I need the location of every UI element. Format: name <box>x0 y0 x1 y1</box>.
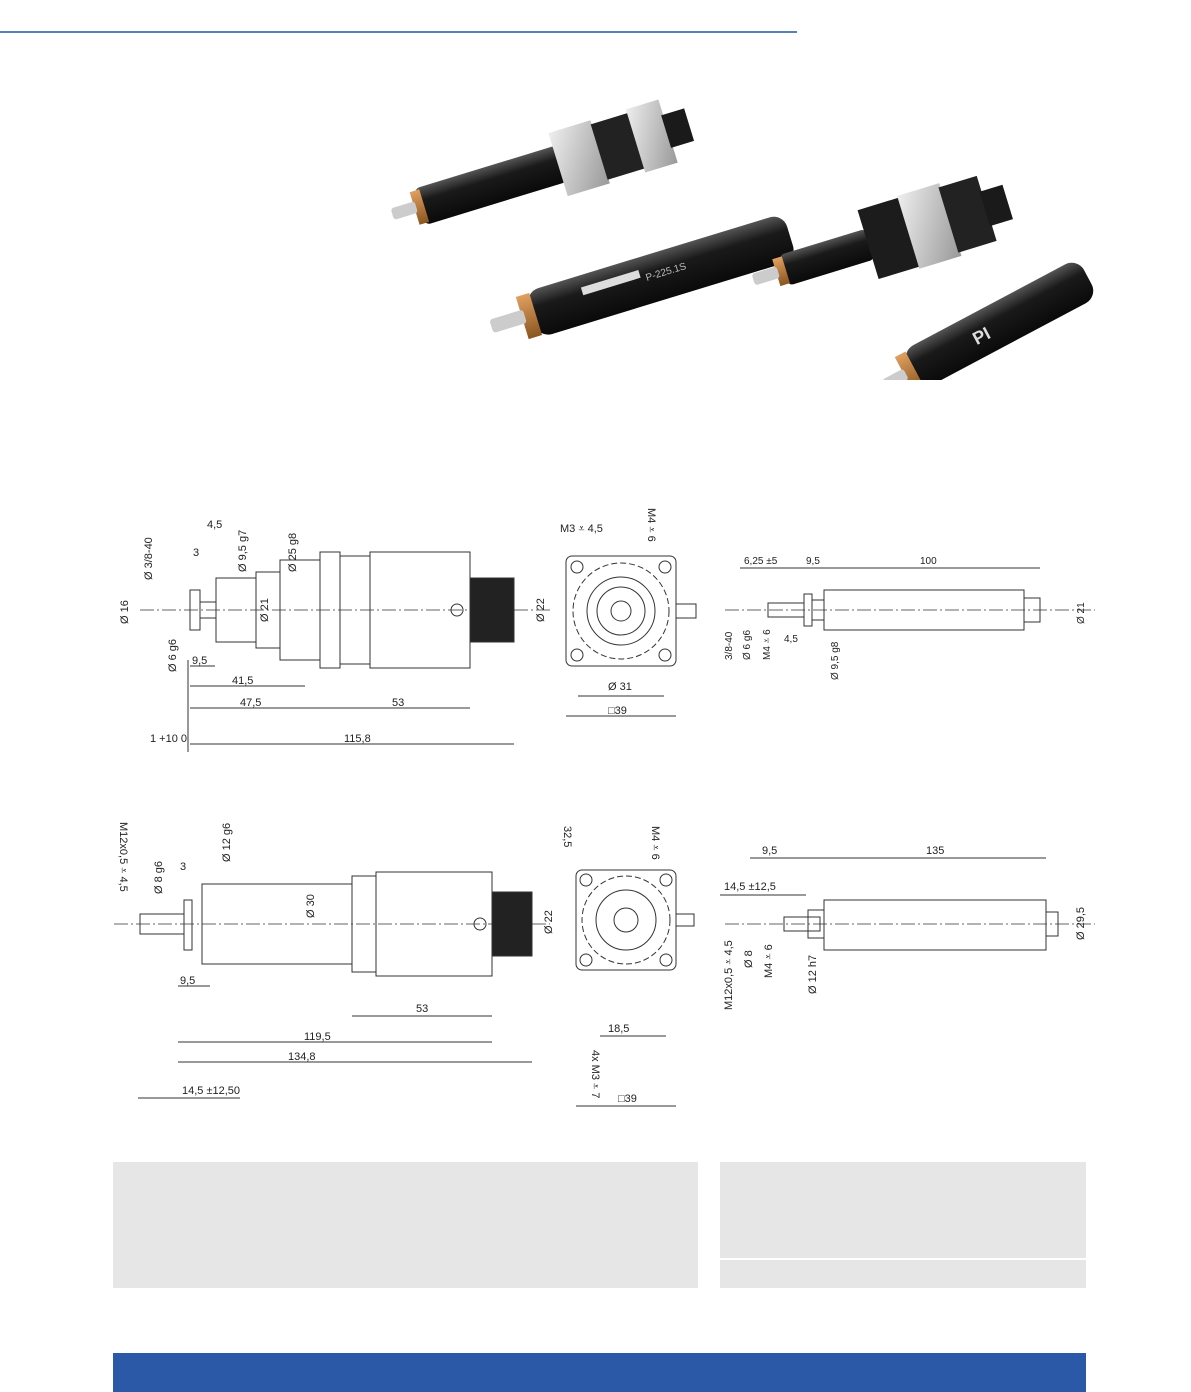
label-14-5: 14,5 ±12,50 <box>182 1085 240 1097</box>
label-m4-b: M4 ⩡ 6 <box>649 826 661 860</box>
label-3: 3 <box>193 547 199 559</box>
label-m4: M4 ⩡ 6 <box>645 508 657 542</box>
label-d21: Ø 21 <box>259 598 271 622</box>
labels-bottom-right: 9,5 135 14,5 ±12,5 M12x0,5 ⩡ 4,5 Ø 8 M4 … <box>723 845 1087 1010</box>
label-18-5: 18,5 <box>608 1023 629 1035</box>
actuator-manual-long: P-225.1S <box>490 216 794 340</box>
labels-top-right: 6,25 ±5 9,5 100 3/8-40 Ø 6 g6 M4 ⩡ 6 4,5… <box>724 556 1087 680</box>
info-panel-right <box>720 1162 1086 1258</box>
label-4-5: 4,5 <box>207 519 222 531</box>
label-thread-r: 3/8-40 <box>724 631 735 660</box>
label-d29-5: Ø 29,5 <box>1075 907 1087 940</box>
drawing-bottom-mid <box>575 869 695 1107</box>
info-panel-right-footer <box>720 1260 1086 1288</box>
label-d30: Ø 30 <box>305 894 317 918</box>
label-6-25: 6,25 ±5 <box>744 556 778 567</box>
label-53: 53 <box>392 697 404 709</box>
label-sq39: □39 <box>608 705 627 717</box>
label-d9-5: Ø 9,5 g7 <box>237 530 249 572</box>
label-d12: Ø 12 g6 <box>221 823 233 862</box>
actuator-motorized-1 <box>391 99 695 225</box>
label-115-8: 115,8 <box>344 733 371 745</box>
actuator-manual-short: PI <box>882 262 1094 380</box>
label-d8: Ø 8 g6 <box>153 861 165 894</box>
label-9-5-r: 9,5 <box>806 556 820 567</box>
label-53-b: 53 <box>416 1003 428 1015</box>
labels-top-left: Ø 3/8-40 4,5 3 Ø 9,5 g7 Ø 25 g8 Ø 16 Ø 2… <box>119 519 547 745</box>
label-sq39-b: □39 <box>618 1093 637 1105</box>
label-32-5: 32,5 <box>561 826 573 847</box>
label-d12-br: Ø 12 h7 <box>807 955 819 994</box>
header-rule <box>0 31 797 33</box>
label-d22-b: Ø 22 <box>543 910 555 934</box>
label-9-5-b: 9,5 <box>180 975 195 987</box>
actuator-motorized-2 <box>752 175 1013 287</box>
label-m12: M12x0,5 ⩡ 4,5 <box>117 822 129 892</box>
label-d6-r: Ø 6 g6 <box>742 630 753 660</box>
label-d9-5-r: Ø 9,5 g8 <box>830 641 841 680</box>
label-9-5-br: 9,5 <box>762 845 777 857</box>
label-m4-r: M4 ⩡ 6 <box>762 629 773 660</box>
label-100: 100 <box>920 556 937 567</box>
label-d22: Ø 22 <box>535 598 547 622</box>
label-d8-br: Ø 8 <box>743 950 755 968</box>
label-m3: M3 ⩡ 4,5 <box>560 523 603 535</box>
label-d31: Ø 31 <box>608 681 632 693</box>
label-d21-r: Ø 21 <box>1076 602 1087 624</box>
label-d25: Ø 25 g8 <box>287 533 299 572</box>
drawing-bottom-right <box>720 857 1095 951</box>
label-134-8: 134,8 <box>288 1051 316 1063</box>
drawing-top-mid <box>565 555 697 717</box>
drawing-top-left <box>140 551 550 752</box>
label-3-b: 3 <box>180 861 186 873</box>
label-m4-br: M4 ⩡ 6 <box>763 944 775 978</box>
labels-bottom-mid: 32,5 M4 ⩡ 6 18,5 4x M3 ⩡ 7 □39 <box>561 826 661 1105</box>
labels-bottom-left: M12x0,5 ⩡ 4,5 Ø 8 g6 3 Ø 12 g6 Ø 30 Ø 22… <box>117 822 555 1097</box>
label-4xm3: 4x M3 ⩡ 7 <box>589 1050 601 1098</box>
label-41-5: 41,5 <box>232 675 253 687</box>
product-photo: P-225.1S PI <box>391 99 1094 380</box>
labels-top-mid: M3 ⩡ 4,5 M4 ⩡ 6 Ø 31 □39 <box>560 508 657 717</box>
label-14-5-br: 14,5 ±12,5 <box>724 881 776 893</box>
label-thread: Ø 3/8-40 <box>143 537 155 580</box>
label-tolerance: 1 +10 0 <box>150 733 187 745</box>
label-4-5-r: 4,5 <box>784 634 798 645</box>
label-9-5: 9,5 <box>192 655 207 667</box>
label-m12-br: M12x0,5 ⩡ 4,5 <box>723 940 735 1010</box>
label-47-5: 47,5 <box>240 697 261 709</box>
drawing-top-right <box>725 567 1095 631</box>
label-135: 135 <box>926 845 944 857</box>
label-d6: Ø 6 g6 <box>167 639 179 672</box>
drawing-bottom-left <box>114 871 550 1099</box>
label-119-5: 119,5 <box>304 1031 331 1043</box>
dimension-drawings: Ø 3/8-40 4,5 3 Ø 9,5 g7 Ø 25 g8 Ø 16 Ø 2… <box>114 508 1095 1107</box>
footer-band <box>113 1353 1086 1392</box>
label-d16: Ø 16 <box>119 600 131 624</box>
info-panel-left <box>113 1162 698 1288</box>
